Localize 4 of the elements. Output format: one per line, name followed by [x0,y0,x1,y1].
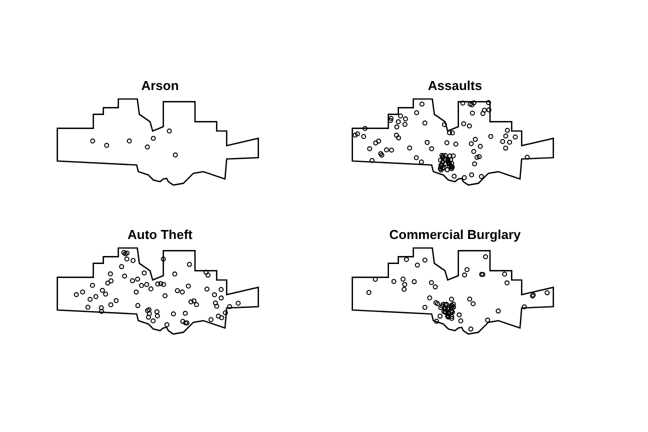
map-title: Auto Theft [126,227,194,242]
map-title: Commercial Burglary [388,227,522,242]
map-title: Arson [140,78,180,93]
map-title: Assaults [426,78,484,93]
